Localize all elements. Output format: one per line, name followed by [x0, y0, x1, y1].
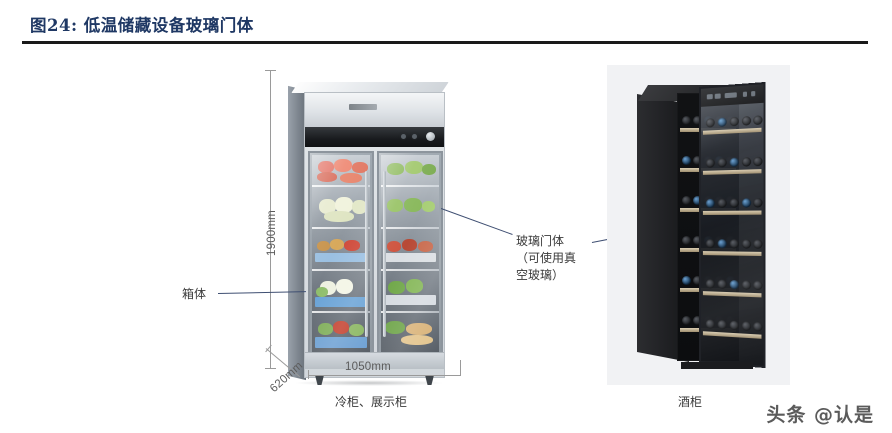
right-product-caption: 酒柜: [678, 395, 703, 409]
height-dimension-label: 1900mm: [266, 210, 278, 256]
width-dimension-cap-right: [460, 360, 461, 376]
fridge-base-panel: [305, 352, 444, 369]
wine-cabinet-illustration: [637, 81, 766, 369]
wine-door-glass-reflection: [700, 84, 764, 366]
glass-door-left: [308, 151, 374, 357]
height-dimension-line: [270, 70, 271, 368]
wine-cabinet-glass-door: [699, 81, 766, 369]
glass-door-callout-line3: 空玻璃）: [516, 268, 565, 282]
fridge-interior-right: [381, 155, 439, 353]
glass-door-group: [308, 151, 443, 357]
indicator-led-icon: [401, 134, 406, 139]
commercial-refrigerator-illustration: [288, 82, 453, 386]
watermark: 头条 @认是: [766, 404, 874, 426]
wine-door-handle: [699, 158, 701, 280]
width-dimension-line: [308, 375, 460, 376]
glass-door-callout-label: 玻璃门体 （可使用真 空玻璃）: [516, 233, 576, 284]
width-dimension-cap-left: [308, 370, 309, 379]
glass-door-right: [377, 151, 443, 357]
door-handle-right: [383, 171, 386, 337]
indicator-led-icon: [412, 134, 417, 139]
wine-cabinet-feet: [681, 362, 753, 369]
cabinet-body-callout-label: 箱体: [182, 287, 207, 301]
fridge-steel-header: [305, 93, 444, 127]
figure-canvas: 1900mm 620mm 1050mm 箱体 玻璃门体 （可使用真 空玻璃）: [0, 48, 892, 433]
width-dimension-label: 1050mm: [345, 361, 391, 373]
page-title: 图24: 低温储藏设备玻璃门体: [30, 16, 254, 35]
fridge-ground-shadow: [294, 380, 444, 386]
title-divider: [22, 41, 868, 44]
fridge-control-bar: [305, 127, 444, 147]
brand-logo-icon: [349, 104, 377, 110]
fridge-interior-left: [312, 155, 370, 353]
left-product-caption: 冷柜、展示柜: [335, 395, 408, 409]
height-dimension-cap-bottom: [265, 368, 276, 369]
thermostat-knob-icon: [426, 132, 435, 141]
height-dimension-cap-top: [265, 70, 276, 71]
door-handle-left: [365, 171, 368, 337]
fridge-foot-icon: [425, 375, 434, 385]
fridge-foot-icon: [315, 375, 324, 385]
wine-cabinet-panel: [607, 65, 790, 385]
fridge-front: [304, 92, 445, 385]
glass-door-callout-line2: （可使用真: [516, 251, 577, 265]
glass-door-callout-line1: 玻璃门体: [516, 234, 565, 248]
